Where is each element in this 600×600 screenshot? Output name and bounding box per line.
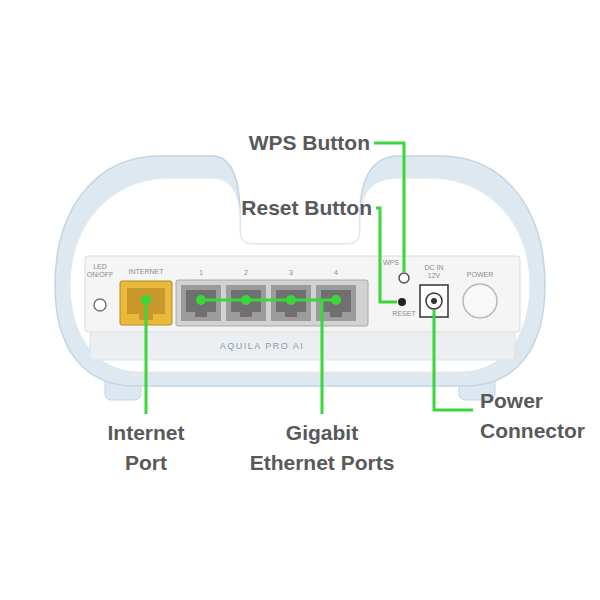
brand-band bbox=[90, 332, 515, 360]
lan-port-tab bbox=[285, 312, 297, 317]
port-number: 4 bbox=[334, 269, 338, 277]
callout-dot bbox=[141, 295, 151, 305]
callout-label: Reset Button bbox=[241, 193, 372, 223]
callout-label: Power Connector bbox=[480, 386, 594, 446]
port-number: 1 bbox=[199, 269, 203, 277]
lan-port-frame bbox=[176, 280, 368, 326]
panel-marking: RESET bbox=[392, 310, 415, 318]
panel-marking: DC IN 12V bbox=[421, 264, 447, 280]
reset-button bbox=[398, 298, 406, 306]
leader-line bbox=[201, 299, 336, 302]
lan-ports bbox=[181, 285, 356, 321]
dc-jack-pin bbox=[431, 298, 437, 304]
leader-lines bbox=[146, 143, 473, 414]
led-button bbox=[94, 299, 106, 311]
lan-port-tab bbox=[330, 312, 342, 317]
leader-line bbox=[145, 300, 148, 414]
leader-line bbox=[434, 310, 473, 410]
callout-label: Gigabit Ethernet Ports bbox=[247, 418, 397, 478]
port-number: 3 bbox=[289, 269, 293, 277]
callout-dot bbox=[331, 295, 341, 305]
panel-marking: WPS bbox=[383, 259, 399, 267]
callout-label: WPS Button bbox=[249, 128, 370, 158]
panel-marking: INTERNET bbox=[129, 268, 164, 276]
brand-name: AQUILA PRO AI bbox=[220, 341, 305, 351]
lan-port bbox=[226, 285, 266, 321]
port-panel bbox=[85, 256, 520, 332]
port-number: 2 bbox=[244, 269, 248, 277]
lan-port-tab bbox=[240, 312, 252, 317]
leader-line bbox=[321, 300, 324, 414]
panel-marking: LED ON/OFF bbox=[86, 263, 114, 279]
router-shell bbox=[55, 156, 545, 386]
panel-marking: POWER bbox=[467, 271, 493, 279]
lan-port-tab bbox=[195, 312, 207, 317]
dc-jack-ring bbox=[426, 293, 442, 309]
callout-dots bbox=[141, 295, 341, 305]
power-button bbox=[463, 284, 497, 318]
wps-button bbox=[399, 273, 409, 283]
leader-line bbox=[376, 208, 397, 302]
lan-port bbox=[271, 285, 311, 321]
lan-port bbox=[181, 285, 221, 321]
router-body bbox=[70, 178, 530, 372]
callout-dot bbox=[196, 295, 206, 305]
callout-dot bbox=[286, 295, 296, 305]
callout-dot bbox=[241, 295, 251, 305]
callout-label: Internet Port bbox=[86, 418, 206, 478]
